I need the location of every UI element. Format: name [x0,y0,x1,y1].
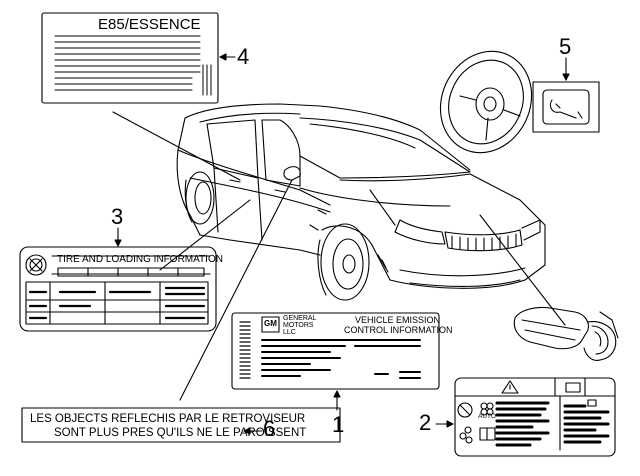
gm-logo-text: GM [264,319,277,328]
callout-number-5: 5 [559,34,572,59]
callout-number-3: 3 [111,204,124,229]
callout-number-2: 2 [419,410,432,435]
leader-lines [112,111,566,401]
airbag-label-sign [435,377,616,457]
diagnostic-connector-illustration [513,306,619,361]
e85-label-sign [41,12,236,104]
car-illustration [176,103,546,301]
emission-title-line-1: VEHICLE EMISSION [355,315,441,325]
callout-number-4: 4 [237,44,250,69]
emission-label-sign [231,312,440,411]
emission-maker-line-1: GENERAL [283,315,317,322]
airbag-auto-text: AUTO [478,413,496,420]
emission-maker-line-2: MOTORS [283,322,314,329]
steering-wheel-illustration [439,50,533,154]
mirror-label-line-1: LES OBJECTS REFLECHIS PAR LE RETROVISEUR [30,413,306,425]
e85-label-title: E85/ESSENCE [98,16,201,33]
tire-label-sign [19,227,217,332]
mirror-label-sign [21,407,341,443]
emission-maker-line-3: LLC [283,329,296,336]
service-label-sign [532,57,600,133]
tire-label-title: TIRE AND LOADING INFORMATION [57,254,223,265]
emission-title-line-2: CONTROL INFORMATION [344,325,453,335]
callout-number-6: 6 [263,416,276,441]
mirror-label-line-2: SONT PLUS PRES QU'ILS NE LE PAROISSENT [54,427,307,439]
callout-number-1: 1 [332,412,345,437]
